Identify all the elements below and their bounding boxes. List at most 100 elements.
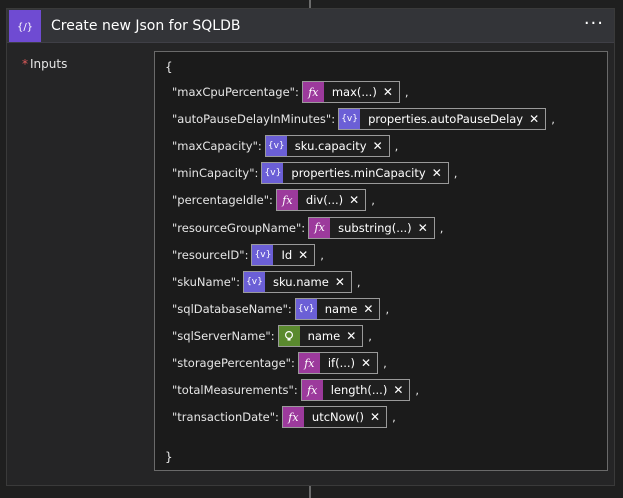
variable-icon: {v} — [252, 244, 274, 265]
open-brace: { — [165, 60, 173, 74]
token-label: name — [324, 301, 358, 316]
close-icon[interactable]: ✕ — [372, 139, 383, 154]
json-comma: , — [453, 166, 458, 181]
variable-icon: {v} — [262, 163, 284, 184]
dynamic-content-token[interactable]: {v} properties.minCapacity ✕ — [261, 162, 449, 185]
json-key: "minCapacity": — [172, 166, 259, 181]
json-row: "sqlServerName": name ✕, — [172, 324, 372, 348]
variable-icon: {v} — [243, 271, 265, 292]
token-label: name — [307, 328, 341, 343]
dynamic-content-token[interactable]: {v} name ✕ — [294, 297, 381, 320]
function-icon: fx — [276, 190, 298, 211]
variable-icon: {v} — [265, 136, 287, 157]
variable-icon: {v} — [339, 109, 361, 130]
token-label: max(...) — [331, 85, 377, 99]
token-label: sku.capacity — [294, 139, 367, 154]
json-key: "autoPauseDelayInMinutes": — [172, 112, 336, 127]
close-icon[interactable]: ✕ — [417, 220, 428, 235]
required-mark: * — [22, 57, 28, 71]
json-row: "percentageIdle":fx div(...) ✕, — [172, 188, 375, 212]
token-label: sku.name — [272, 274, 329, 289]
json-key: "storagePercentage": — [172, 356, 295, 370]
more-options-button[interactable]: ··· — [583, 13, 604, 34]
dynamic-content-token[interactable]: fx utcNow() ✕ — [281, 406, 388, 429]
close-icon[interactable]: ✕ — [431, 166, 442, 181]
variable-icon: {v} — [295, 298, 317, 319]
json-row: "transactionDate":fx utcNow() ✕, — [172, 405, 396, 429]
json-row: "maxCpuPercentage":fx max(...) ✕, — [172, 80, 409, 104]
inputs-label: *Inputs — [22, 57, 67, 71]
dynamic-content-token[interactable]: {v} sku.capacity ✕ — [264, 135, 390, 158]
json-comma: , — [320, 247, 324, 262]
close-icon[interactable]: ✕ — [363, 301, 374, 316]
json-key: "resourceID": — [172, 247, 249, 262]
close-icon[interactable]: ✕ — [349, 193, 360, 208]
json-row: "resourceID":{v} Id ✕, — [172, 243, 324, 267]
flow-connector-top — [309, 0, 311, 10]
json-row: "maxCapacity":{v} sku.capacity ✕, — [172, 134, 398, 158]
json-comma: , — [439, 220, 444, 235]
card-header[interactable]: {/} Create new Json for SQLDB ··· — [7, 9, 614, 43]
json-comma: , — [385, 301, 390, 316]
compose-icon: {/} — [9, 10, 41, 42]
close-icon[interactable]: ✕ — [346, 328, 357, 343]
json-comma: , — [371, 193, 375, 208]
action-title[interactable]: Create new Json for SQLDB — [51, 18, 241, 34]
function-icon: fx — [282, 407, 304, 428]
json-key: "skuName": — [172, 274, 240, 289]
json-comma: , — [368, 328, 372, 343]
token-label: div(...) — [305, 193, 344, 208]
json-key: "maxCpuPercentage": — [172, 85, 299, 99]
svg-text:{/}: {/} — [17, 22, 33, 33]
close-icon[interactable]: ✕ — [361, 356, 372, 370]
json-key: "percentageIdle": — [172, 193, 273, 208]
inputs-label-text: Inputs — [30, 57, 68, 71]
token-label: Id — [281, 247, 293, 262]
flow-connector-bottom — [309, 486, 311, 498]
token-label: length(...) — [330, 383, 388, 398]
json-row: "skuName":{v} sku.name ✕, — [172, 270, 361, 294]
close-icon[interactable]: ✕ — [393, 383, 404, 398]
function-icon: fx — [302, 82, 324, 102]
dynamic-content-token[interactable]: {v} sku.name ✕ — [242, 270, 352, 293]
token-label: utcNow() — [311, 410, 365, 425]
json-key: "maxCapacity": — [172, 139, 262, 154]
json-comma: , — [394, 139, 399, 154]
action-card: {/} Create new Json for SQLDB ··· *Input… — [6, 8, 615, 486]
close-icon[interactable]: ✕ — [382, 85, 393, 99]
json-key: "transactionDate": — [172, 410, 279, 425]
dynamic-content-token[interactable]: fx length(...) ✕ — [300, 379, 411, 402]
token-label: properties.minCapacity — [291, 166, 426, 181]
json-comma: , — [551, 112, 555, 127]
close-icon[interactable]: ✕ — [298, 247, 309, 262]
close-icon[interactable]: ✕ — [334, 274, 345, 289]
dynamic-content-token[interactable]: fx div(...) ✕ — [275, 189, 367, 212]
json-key: "totalMeasurements": — [172, 383, 298, 398]
close-brace: } — [165, 450, 173, 464]
close-icon[interactable]: ✕ — [529, 112, 540, 127]
function-icon: fx — [301, 380, 323, 401]
json-key: "sqlServerName": — [172, 328, 275, 343]
dynamic-content-token[interactable]: fx max(...) ✕ — [301, 81, 400, 103]
function-icon: fx — [309, 217, 331, 238]
function-icon: fx — [298, 353, 320, 373]
json-row: "sqlDatabaseName":{v} name ✕, — [172, 297, 389, 321]
json-comma: , — [392, 410, 396, 425]
dynamic-content-token[interactable]: {v} Id ✕ — [251, 243, 316, 266]
json-comma: , — [415, 383, 420, 398]
json-comma: , — [383, 356, 387, 370]
bulb-icon — [278, 325, 300, 346]
token-label: properties.autoPauseDelay — [368, 112, 524, 127]
json-comma: , — [404, 85, 409, 99]
json-comma: , — [356, 274, 361, 289]
dynamic-content-token[interactable]: name ✕ — [277, 324, 364, 347]
close-icon[interactable]: ✕ — [370, 410, 381, 425]
dynamic-content-token[interactable]: {v} properties.autoPauseDelay ✕ — [338, 108, 547, 131]
json-row: "totalMeasurements":fx length(...) ✕, — [172, 378, 419, 402]
json-key: "sqlDatabaseName": — [172, 301, 292, 316]
